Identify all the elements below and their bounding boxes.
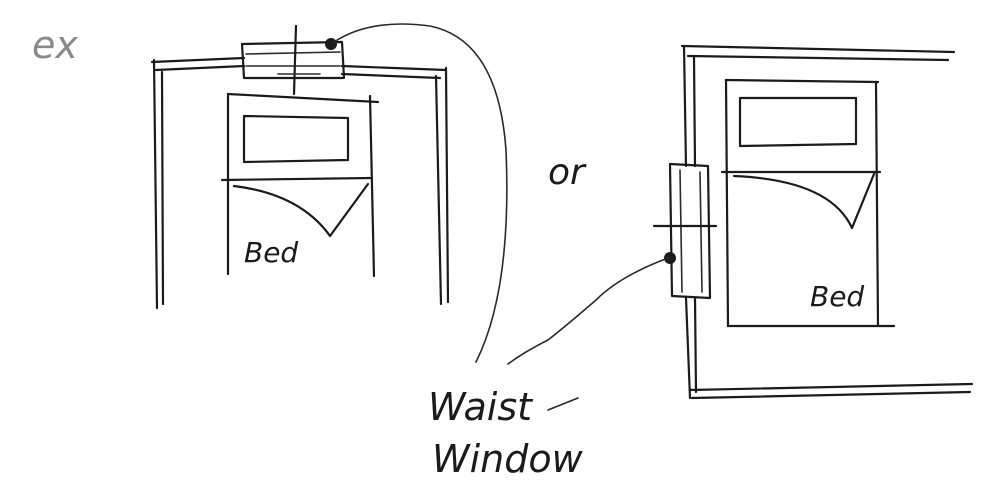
right-bed-label: Bed <box>810 280 864 313</box>
right-left-wall-lower-outer <box>684 296 692 400</box>
left-top-wall-right-inner <box>340 72 442 80</box>
left-top-wall-left-outer <box>150 56 246 64</box>
left-window <box>240 24 346 96</box>
right-bed-right-edge <box>874 80 880 328</box>
left-bed-head-edge <box>226 92 380 104</box>
right-wall-inner <box>434 74 443 306</box>
example-label: ex <box>32 23 78 67</box>
right-wall-outer <box>444 66 450 304</box>
left-bed-blanket-turn <box>232 182 370 238</box>
right-bed <box>720 78 896 328</box>
right-top-wall-outer <box>680 44 956 54</box>
right-bed-pillow <box>738 96 858 148</box>
left-bed-pillow <box>242 114 350 164</box>
left-top-wall-left-inner <box>154 64 246 72</box>
left-callout-leader <box>333 23 508 363</box>
left-bed-right-edge <box>368 94 376 278</box>
right-room-plan <box>680 44 974 400</box>
right-window-callout-dot <box>664 252 676 264</box>
left-window-callout-dot <box>325 38 337 50</box>
left-window-pane-top <box>245 51 341 55</box>
left-wall-outer <box>152 58 159 310</box>
or-label: or <box>548 152 587 193</box>
right-left-wall-upper-outer <box>682 44 688 168</box>
left-bed-blanket-fold <box>220 176 374 182</box>
right-window-frame <box>668 162 712 300</box>
right-callout-leader <box>507 257 669 365</box>
right-bed-head-edge <box>724 78 880 84</box>
callout-underline-tick <box>547 397 579 411</box>
left-bed <box>220 92 380 278</box>
callout-label-line2: Window <box>432 437 584 481</box>
left-room-plan <box>150 56 450 310</box>
right-bed-left-edge <box>724 78 730 328</box>
right-bottom-wall-inner <box>688 382 974 392</box>
left-top-wall-right-outer <box>340 64 448 72</box>
right-left-wall-upper-inner <box>692 54 697 168</box>
right-bed-blanket-turn <box>732 172 876 230</box>
right-window <box>652 162 718 300</box>
right-window-pane-right <box>699 171 703 293</box>
right-window-pane-left <box>679 169 683 293</box>
right-top-wall-inner <box>686 54 950 62</box>
left-wall-inner <box>160 70 165 306</box>
right-bottom-wall-outer <box>690 390 972 400</box>
left-bed-label: Bed <box>244 236 298 269</box>
left-window-mullion <box>292 24 298 96</box>
right-left-wall-lower-inner <box>693 296 698 394</box>
left-window-frame <box>240 40 346 80</box>
callout-label-line1: Waist <box>428 385 534 429</box>
